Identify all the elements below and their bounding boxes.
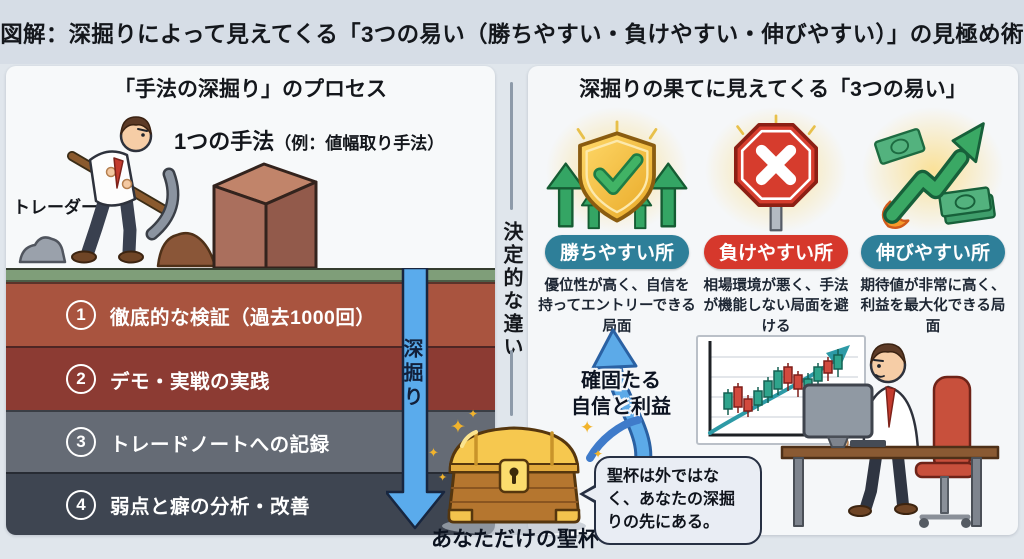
treasure-chest-icon bbox=[442, 426, 586, 535]
pickaxe-trader-illustration bbox=[18, 116, 217, 268]
stop-sign-icon bbox=[700, 106, 852, 233]
sparkle-icon: ✦ bbox=[593, 447, 604, 461]
method-example: （例：値幅取り手法） bbox=[274, 134, 445, 153]
page-title: 図解：深掘りによって見えてくる「3つの易い（勝ちやすい・負けやすい・伸びやすい）… bbox=[0, 22, 1024, 47]
desc-win: 優位性が高く、自信を持ってエントリーできる局面 bbox=[538, 278, 696, 335]
layer-1-text: 徹底的な検証（過去1000回） bbox=[110, 306, 376, 329]
divider-label: 決定的な違い bbox=[500, 221, 522, 359]
speech-bubble-text: 聖杯は外ではなく、あなたの深掘りの先にある。 bbox=[607, 468, 736, 532]
dig-arrow-label: 深掘り bbox=[400, 338, 422, 410]
layer-4-number: 4 bbox=[66, 489, 96, 520]
layer-2-text: デモ・実戦の実践 bbox=[110, 370, 271, 393]
sparkle-icon: ✦ bbox=[468, 407, 479, 421]
layer-2-number: 2 bbox=[66, 364, 96, 394]
right-panel-header: 深掘りの果てに見えてくる「3つの易い」 bbox=[579, 78, 967, 101]
badge-lose: 負けやすい所 bbox=[703, 235, 848, 269]
speech-bubble: 聖杯は外ではなく、あなたの深掘りの先にある。 bbox=[579, 456, 762, 545]
sparkle-icon: ✦ bbox=[450, 417, 466, 438]
sparkle-icon: ✦ bbox=[580, 418, 595, 437]
method-title: 1つの手法 bbox=[174, 129, 275, 154]
money-growth-icon bbox=[854, 106, 1012, 233]
confidence-line-2: 自信と利益 bbox=[571, 396, 671, 418]
desc-lose: 相場環境が悪く、手法が機能しない局面を避ける bbox=[703, 278, 849, 335]
badge-win: 勝ちやすい所 bbox=[544, 235, 689, 269]
sparkle-icon: ✦ bbox=[438, 472, 448, 484]
confidence-line-1: 確固たる bbox=[581, 370, 661, 392]
confidence-label: 確固たる 自信と利益 bbox=[536, 368, 706, 420]
easy-win-column: 勝ちやすい所 優位性が高く、自信を持ってエントリーできる局面 bbox=[538, 106, 696, 337]
divider-line-top bbox=[510, 82, 513, 210]
layer-3-text: トレードノートへの記録 bbox=[110, 433, 330, 456]
desc-grow: 期待値が非常に高く、利益を最大化できる局面 bbox=[860, 278, 1006, 335]
sparkle-icon: ✦ bbox=[428, 445, 439, 460]
layer-1-number: 1 bbox=[66, 300, 96, 330]
method-block bbox=[212, 162, 318, 270]
method-label: 1つの手法 （例：値幅取り手法） bbox=[174, 124, 444, 156]
dig-down-arrow-icon bbox=[386, 268, 446, 530]
badge-grow: 伸びやすい所 bbox=[860, 235, 1005, 269]
swoosh-accent-icon bbox=[586, 416, 642, 462]
trader-at-desk-illustration bbox=[780, 343, 1000, 528]
easy-lose-column: 負けやすい所 相場環境が悪く、手法が機能しない局面を避ける bbox=[700, 106, 852, 337]
title-band bbox=[0, 0, 1024, 64]
layer-4-text: 弱点と癖の分析・改善 bbox=[110, 496, 311, 518]
grass-layer bbox=[6, 268, 495, 282]
easy-grow-column: 伸びやすい所 期待値が非常に高く、利益を最大化できる局面 bbox=[854, 106, 1012, 337]
layer-3-number: 3 bbox=[66, 427, 96, 457]
left-panel: 「手法の深掘り」のプロセス 1つの手法 （例：値幅取り手法） トレーダー bbox=[6, 66, 495, 535]
trader-label: トレーダー bbox=[13, 198, 98, 217]
grail-label: あなただけの聖杯 bbox=[431, 528, 599, 551]
shield-check-icon bbox=[538, 106, 696, 233]
left-panel-header: 「手法の深掘り」のプロセス bbox=[114, 78, 387, 101]
divider-line-bottom bbox=[510, 350, 513, 416]
